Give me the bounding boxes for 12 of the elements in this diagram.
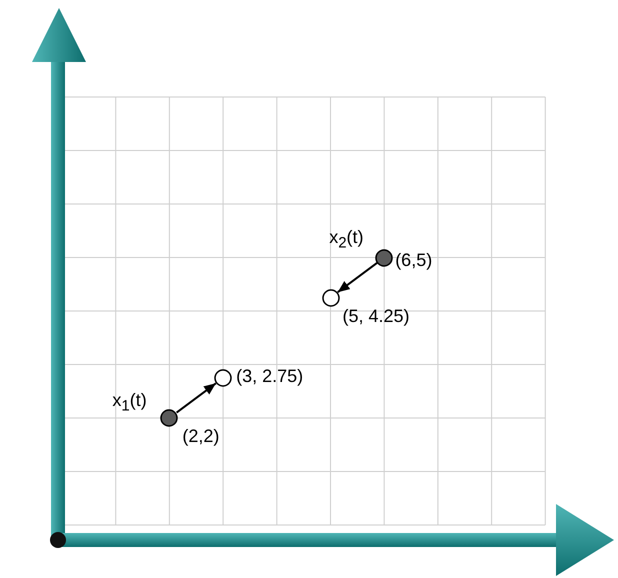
point-label: x$_{1}$(t) — [112, 390, 147, 417]
filled-point — [375, 248, 394, 266]
point-label: (2,2) — [182, 426, 220, 446]
hollow-point — [214, 368, 232, 387]
hollow-point — [322, 288, 340, 307]
filled-point — [160, 409, 178, 427]
point-label: x$_{2}$(t) — [329, 226, 364, 254]
point-label: (6,5) — [395, 250, 432, 270]
arrow — [176, 382, 216, 414]
point-label: (5, 4.25) — [342, 306, 410, 326]
point-label: (3, 2.75) — [236, 366, 304, 386]
arrow — [337, 262, 378, 294]
